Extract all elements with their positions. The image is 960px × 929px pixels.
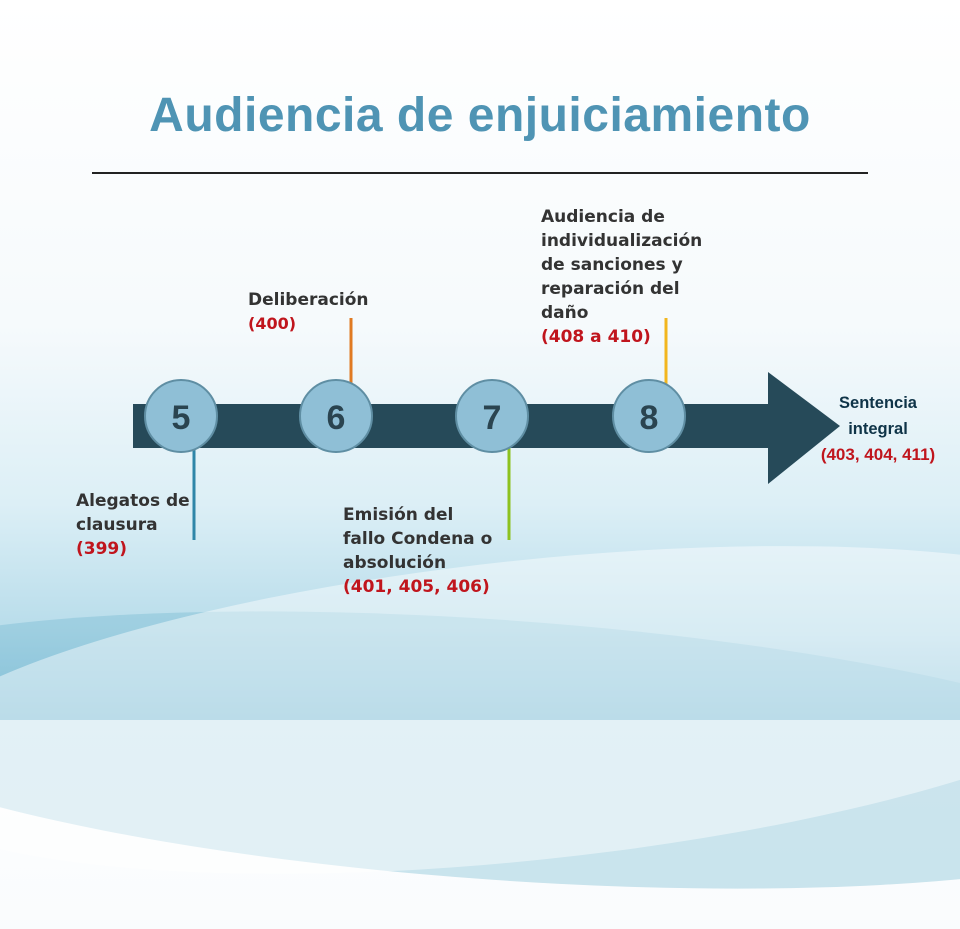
step-7-circle: 7	[455, 379, 529, 453]
step-8-label-line: reparación del	[541, 279, 680, 299]
step-8-label-line: de sanciones y	[541, 255, 683, 275]
page-title: Audiencia de enjuiciamiento	[149, 89, 811, 142]
step-7-articles: (401, 405, 406)	[343, 577, 490, 597]
step-5-articles: (399)	[76, 539, 128, 559]
step-8-label: Audiencia de individualización de sancio…	[541, 205, 702, 349]
step-8-label-line: daño	[541, 303, 589, 323]
step-8-circle: 8	[612, 379, 686, 453]
step-7-label-line: fallo Condena o	[343, 529, 493, 549]
final-outcome: Sentencia integral (403, 404, 411)	[818, 390, 938, 468]
step-7-number: 7	[483, 399, 502, 437]
step-6-label-line: Deliberación	[248, 290, 369, 310]
timeline-diagram: 5 6 7 8	[133, 318, 840, 540]
final-articles: (403, 404, 411)	[820, 445, 936, 464]
final-label-line: integral	[848, 420, 908, 438]
step-5-label-line: Alegatos de	[76, 491, 190, 511]
final-label-line: Sentencia	[839, 394, 917, 412]
step-6-number: 6	[327, 399, 346, 437]
step-6-circle: 6	[299, 379, 373, 453]
step-8-label-line: individualización	[541, 231, 703, 251]
step-8-label-line: Audiencia de	[541, 207, 665, 227]
step-6-articles: (400)	[248, 314, 297, 333]
step-5-label: Alegatos de clausura (399)	[76, 489, 190, 561]
step-8-number: 8	[640, 399, 659, 437]
step-5-number: 5	[172, 399, 191, 437]
step-7-label: Emisión del fallo Condena o absolución (…	[343, 503, 492, 599]
step-5-label-line: clausura	[76, 515, 158, 535]
title-underline	[92, 172, 868, 174]
step-7-label-line: absolución	[343, 553, 447, 573]
step-5-circle: 5	[144, 379, 218, 453]
step-8-articles: (408 a 410)	[541, 327, 651, 347]
step-6-label: Deliberación (400)	[248, 288, 369, 336]
step-7-label-line: Emisión del	[343, 505, 454, 525]
